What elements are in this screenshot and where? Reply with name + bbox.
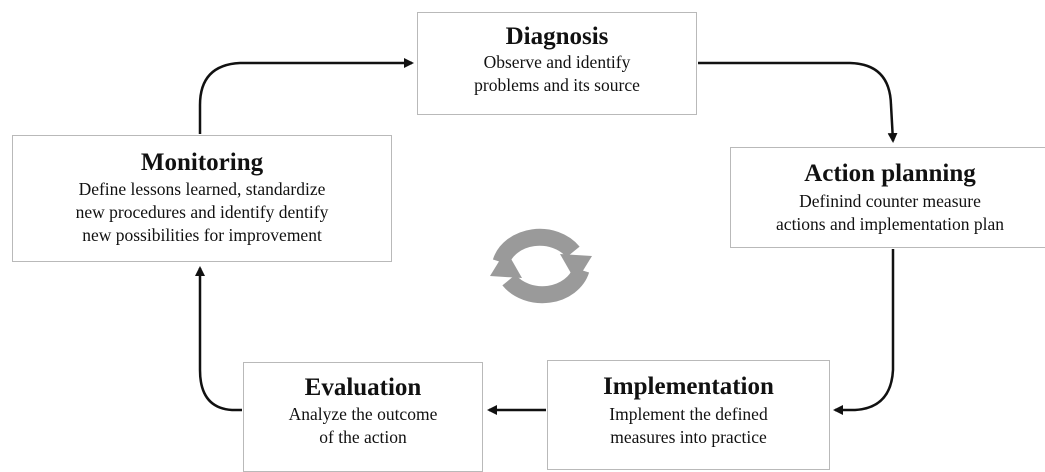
action-planning-desc-line-2: actions and implementation plan xyxy=(776,214,1004,234)
diagnosis-desc-line-2: problems and its source xyxy=(474,75,640,95)
evaluation-desc-line-1: Analyze the outcome xyxy=(288,404,438,424)
implementation-box: Implementation Implement the defined mea… xyxy=(547,360,830,470)
monitoring-box: Monitoring Define lessons learned, stand… xyxy=(12,135,392,262)
diagnosis-title: Diagnosis xyxy=(505,23,609,50)
action-planning-desc-line-1: Definind counter measure xyxy=(799,191,981,211)
evaluation-title: Evaluation xyxy=(304,374,422,401)
arrow-diagnosis-to-action-planning xyxy=(698,61,898,143)
action-planning-box: Action planning Definind counter measure… xyxy=(730,147,1045,248)
monitoring-title: Monitoring xyxy=(140,149,264,176)
monitoring-desc-line-2: new procedures and identify dentify xyxy=(75,202,329,222)
cycle-arrows xyxy=(195,58,898,415)
arrow-action-planning-to-implementation xyxy=(833,249,895,415)
action-planning-title: Action planning xyxy=(804,160,976,187)
implementation-title: Implementation xyxy=(603,373,774,400)
monitoring-desc-line-3: new possibilities for improvement xyxy=(82,225,322,245)
cycle-refresh-icon xyxy=(490,228,592,304)
implementation-desc-line-1: Implement the defined xyxy=(609,404,768,424)
arrow-evaluation-to-monitoring xyxy=(195,266,242,412)
evaluation-box: Evaluation Analyze the outcome of the ac… xyxy=(243,362,483,472)
implementation-desc-line-2: measures into practice xyxy=(610,427,767,447)
arrow-monitoring-to-diagnosis xyxy=(198,58,414,134)
diagnosis-desc-line-1: Observe and identify xyxy=(483,52,631,72)
evaluation-desc-line-2: of the action xyxy=(319,427,407,447)
diagnosis-box: Diagnosis Observe and identify problems … xyxy=(417,12,697,115)
monitoring-desc-line-1: Define lessons learned, standardize xyxy=(78,179,326,199)
